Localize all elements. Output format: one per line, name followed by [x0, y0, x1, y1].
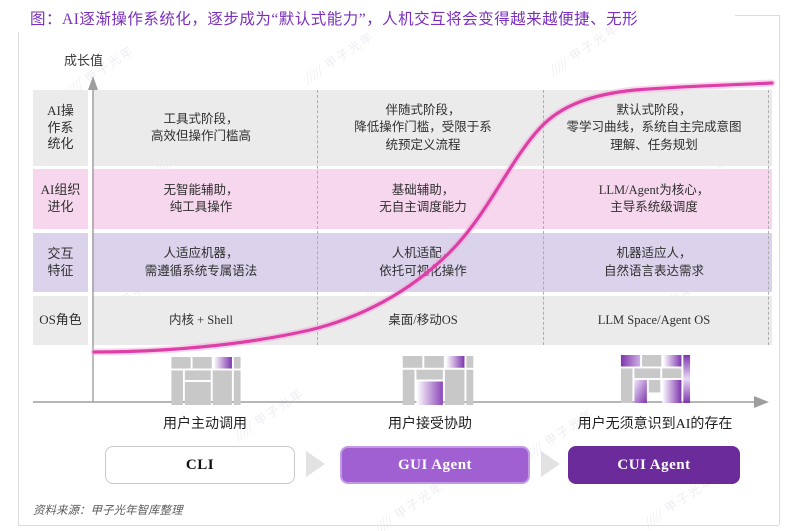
stage-label-assisted: 用户接受协助: [388, 417, 472, 432]
table-cell: 桌面/移动OS: [388, 312, 458, 327]
row-label: 交互 特征: [33, 233, 92, 292]
x-axis-arrow-icon: [754, 396, 769, 408]
frame-line-right: [779, 15, 780, 525]
mosaic-icon-gui: [402, 356, 474, 405]
table-cell: 机器适应人， 自然语言表达需求: [603, 246, 704, 278]
table-cell: LLM/Agent为核心， 主导系统级调度: [598, 182, 710, 215]
column-divider: [768, 90, 769, 345]
stage-label-manual: 用户主动调用: [163, 417, 247, 432]
cui-agent-button[interactable]: CUI Agent: [568, 446, 740, 484]
figure-title: 图：AI逐渐操作系统化，逐步成为“默认式能力”，人机交互将会变得越来越便捷、无形: [30, 11, 639, 28]
row-label: OS角色: [33, 296, 92, 345]
arrow-right-icon: [541, 451, 560, 477]
table-cell: LLM Space/Agent OS: [597, 312, 711, 327]
y-axis-label: 成长值: [64, 53, 104, 68]
table-cell: 工具式阶段， 高效但操作门槛高: [150, 111, 251, 144]
row-interaction-traits: 交互 特征 人适应机器， 需遵循系统专属语法 人机适配， 依托可视化操作 机器适…: [33, 233, 772, 292]
table-cell: 人适应机器， 需遵循系统专属语法: [144, 246, 258, 278]
source-note: 资料来源：甲子光年智库整理: [33, 505, 183, 517]
row-os-role: OS角色 内核 + Shell 桌面/移动OS LLM Space/Agent …: [33, 296, 772, 345]
watermark: |||||甲子光年: [305, 28, 377, 86]
table-cell: 无智能辅助， 纯工具操作: [163, 182, 239, 215]
row-ai-org-evolution: AI组织 进化 无智能辅助， 纯工具操作 基础辅助， 无自主调度能力 LLM/A…: [33, 169, 772, 229]
table-cell: 默认式阶段， 零学习曲线，系统自主完成意图 理解、任务规划: [566, 102, 742, 152]
frame-line-left: [18, 32, 19, 525]
table-cell: 人机适配， 依托可视化操作: [379, 246, 467, 278]
gui-agent-button[interactable]: GUI Agent: [340, 446, 530, 484]
column-divider: [317, 90, 318, 345]
row-ai-os-systemization: AI操 作系 统化 工具式阶段， 高效但操作门槛高 伴随式阶段， 降低操作门槛，…: [33, 90, 772, 166]
cli-button[interactable]: CLI: [105, 446, 295, 484]
table-cell: 内核 + Shell: [169, 312, 233, 327]
mosaic-icon-cui: [620, 355, 691, 403]
row-label: AI操 作系 统化: [33, 90, 92, 166]
table-cell: 伴随式阶段， 降低操作门槛，受限于系 统预定义流程: [354, 102, 492, 152]
frame-line-top-right: [735, 15, 780, 16]
y-axis-arrow-icon: [88, 76, 98, 90]
row-label: AI组织 进化: [33, 169, 92, 229]
mosaic-icon-cli: [171, 357, 241, 405]
table-cell: 基础辅助， 无自主调度能力: [379, 182, 467, 215]
stage-label-invisible: 用户无须意识到AI的存在: [577, 417, 733, 432]
frame-line-bottom: [18, 525, 779, 526]
arrow-right-icon: [306, 451, 325, 477]
column-divider: [543, 90, 544, 345]
watermark: |||||甲子光年: [375, 478, 447, 531]
